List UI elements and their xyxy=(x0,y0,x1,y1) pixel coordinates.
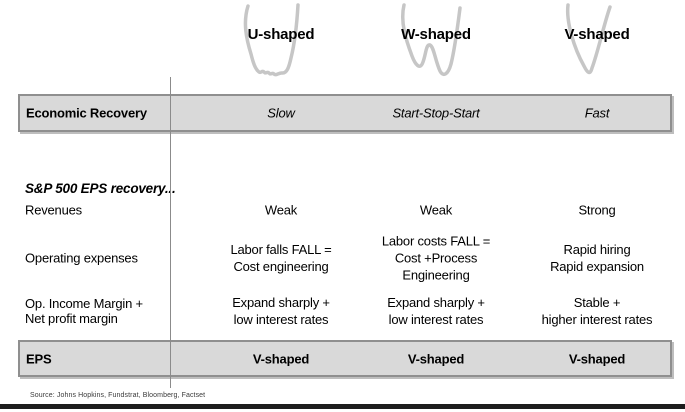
op-income-margin-v-value: Stable + higher interest rates xyxy=(541,295,653,327)
economic-recovery-v-value: Fast xyxy=(584,105,610,121)
column-header-u-shaped: U-shaped xyxy=(247,26,315,43)
eps-w-value: V-shaped xyxy=(407,351,465,366)
w-curve-icon xyxy=(400,3,462,77)
eps-v-value: V-shaped xyxy=(568,351,626,366)
column-divider-line xyxy=(170,77,171,388)
op-income-margin-label: Op. Income Margin + Net profit margin xyxy=(25,296,143,326)
revenues-v-value: Strong xyxy=(578,202,616,218)
bottom-rule xyxy=(0,404,685,409)
table-row-revenues: Revenues Weak Weak Strong xyxy=(0,200,685,220)
economic-recovery-band: Economic Recovery Slow Start-Stop-Start … xyxy=(18,94,672,132)
table-row-operating-expenses: Operating expenses Labor falls FALL = Co… xyxy=(0,227,685,289)
operating-expenses-v-value: Rapid hiring Rapid expansion xyxy=(550,242,644,274)
economic-recovery-w-value: Start-Stop-Start xyxy=(392,105,480,121)
revenues-u-value: Weak xyxy=(264,202,298,218)
revenues-w-value: Weak xyxy=(419,202,453,218)
revenues-label: Revenues xyxy=(25,202,82,218)
column-header-v-shaped: V-shaped xyxy=(564,26,630,43)
operating-expenses-u-value: Labor falls FALL = Cost engineering xyxy=(230,242,332,274)
source-note: Source: Johns Hopkins, Fundstrat, Bloomb… xyxy=(30,392,206,399)
op-income-margin-w-value: Expand sharply + low interest rates xyxy=(387,295,485,327)
eps-u-value: V-shaped xyxy=(252,351,310,366)
economic-recovery-u-value: Slow xyxy=(267,105,295,121)
table-row-op-income-margin: Op. Income Margin + Net profit margin Ex… xyxy=(0,290,685,332)
eps-label: EPS xyxy=(26,351,52,366)
section-title-sp500-eps-recovery: S&P 500 EPS recovery... xyxy=(25,181,176,196)
op-income-margin-u-value: Expand sharply + low interest rates xyxy=(232,295,330,327)
column-header-w-shaped: W-shaped xyxy=(401,26,471,43)
operating-expenses-w-value: Labor costs FALL = Cost +Process Enginee… xyxy=(381,233,491,283)
economic-recovery-label: Economic Recovery xyxy=(26,105,147,121)
operating-expenses-label: Operating expenses xyxy=(25,250,138,266)
eps-band: EPS V-shaped V-shaped V-shaped xyxy=(18,340,672,377)
